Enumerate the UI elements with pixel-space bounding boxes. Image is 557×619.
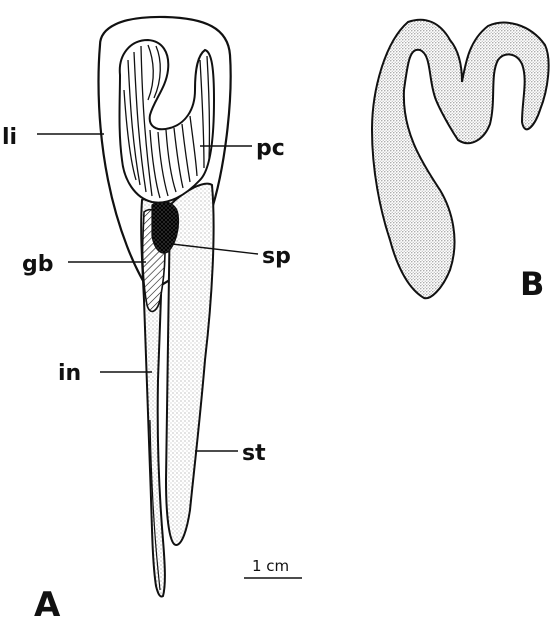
label-in: in <box>58 361 81 386</box>
panel-letter-b: B <box>520 265 544 303</box>
scale-bar-label: 1 cm <box>252 557 289 575</box>
panel-b-drawing <box>372 20 549 299</box>
scale-bar: 1 cm <box>244 557 302 578</box>
panel-letter-a: A <box>34 585 61 619</box>
label-pc: pc <box>256 136 285 161</box>
label-li: li <box>2 125 17 150</box>
stomach-b-shape <box>372 20 549 299</box>
label-gb: gb <box>22 252 54 277</box>
label-st: st <box>242 441 266 466</box>
panel-a-drawing <box>99 17 231 597</box>
label-sp: sp <box>262 244 291 269</box>
